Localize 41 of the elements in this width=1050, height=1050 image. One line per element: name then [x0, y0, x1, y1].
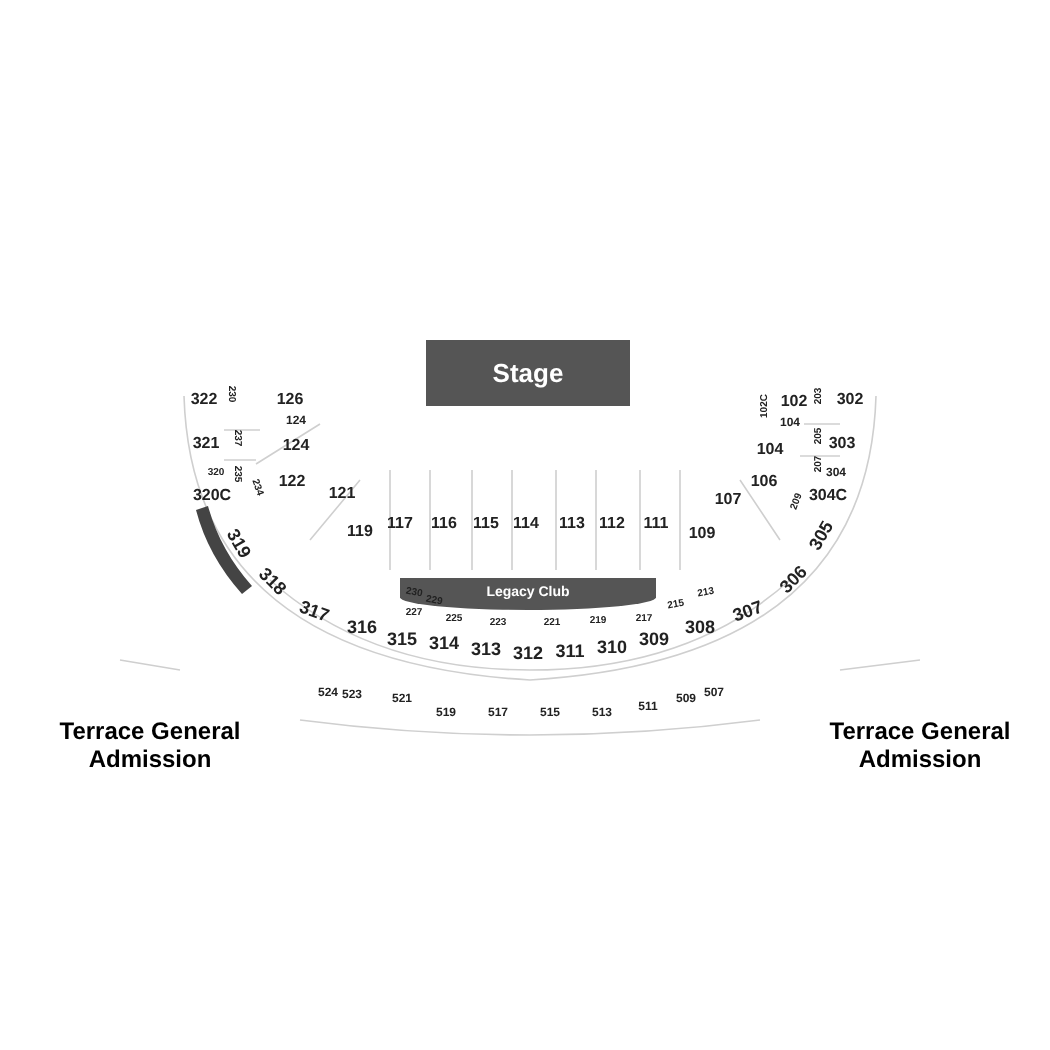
section-number: 113: [559, 516, 585, 532]
section-number: 308: [684, 619, 716, 637]
section-number: 315: [386, 631, 418, 649]
section-number: 304C: [808, 488, 848, 504]
section-number: 322: [190, 392, 218, 408]
section-number: 111: [643, 516, 669, 532]
section-number: 126: [276, 392, 304, 408]
section-number: 117: [387, 516, 413, 532]
section-number: 321: [192, 436, 220, 452]
section-number: 107: [714, 492, 742, 508]
section-number: 320C: [192, 488, 232, 504]
area-label: Terrace General Admission: [57, 717, 243, 775]
section-number: 116: [431, 516, 457, 532]
section-number: 109: [688, 526, 716, 542]
section-number: 122: [278, 474, 306, 490]
section-number: 124: [282, 438, 310, 454]
section-number: 102: [780, 394, 808, 410]
section-number: 317: [296, 598, 332, 626]
section-number: 305: [806, 518, 838, 554]
stage-box: Stage: [426, 340, 630, 406]
section-number: 309: [638, 631, 670, 649]
section-number: 306: [777, 563, 811, 597]
section-number: 310: [596, 639, 628, 657]
section-number: 302: [836, 392, 864, 408]
section-number: 314: [428, 635, 460, 653]
section-number: 106: [750, 474, 778, 490]
section-number: 319: [222, 526, 254, 562]
section-number: 115: [473, 516, 499, 532]
section-number: 112: [599, 516, 625, 532]
section-number: 313: [470, 641, 502, 659]
section-number: 312: [512, 645, 544, 663]
section-number: 311: [555, 643, 585, 661]
section-number: 307: [730, 598, 766, 626]
section-number: 104: [756, 442, 784, 458]
area-label: Terrace General Admission: [827, 717, 1013, 775]
section-number: 316: [346, 619, 378, 637]
section-number: 119: [347, 524, 373, 540]
section-number: 121: [328, 486, 356, 502]
section-number: 318: [255, 565, 289, 599]
section-number: 114: [513, 516, 539, 532]
section-number: 303: [828, 436, 856, 452]
